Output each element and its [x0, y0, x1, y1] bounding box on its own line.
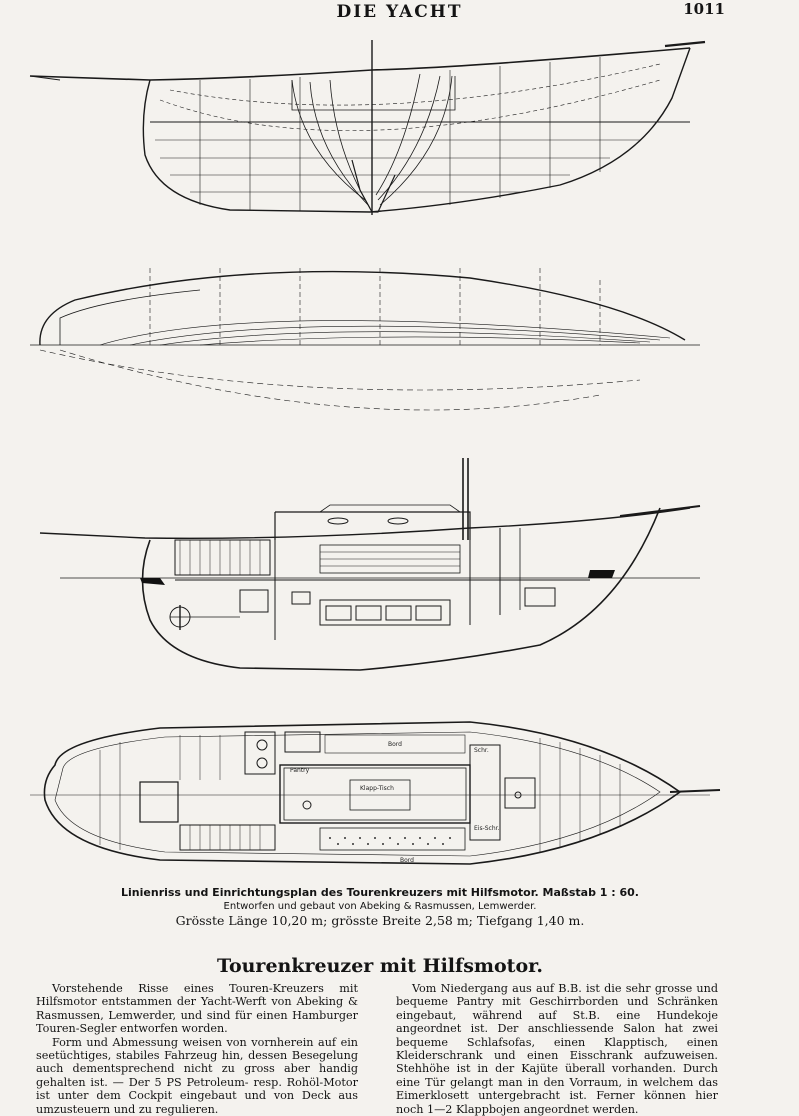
article-paragraph: Vom Niedergang aus auf B.B. ist die sehr…	[396, 982, 718, 1116]
article-title: Tourenkreuzer mit Hilfsmotor.	[216, 955, 543, 977]
figure-caption: Linienriss und Einrichtungsplan des Tour…	[0, 886, 760, 930]
plan-label-klapptisch: Klapp-Tisch	[360, 785, 394, 792]
yacht-drawings: Bord Pantry Klapp-Tisch Schr. Eis-Schr. …	[29, 40, 721, 865]
page-number: 1011	[683, 0, 725, 18]
article-paragraph: Vorstehende Risse eines Touren-Kreuzers …	[36, 982, 358, 1036]
caption-line-designer: Entworfen und gebaut von Abeking & Rasmu…	[223, 901, 537, 913]
caption-line-dimensions: Grösste Länge 10,20 m; grösste Breite 2,…	[175, 913, 585, 929]
plan-label-pantry: Pantry	[290, 767, 310, 774]
interior-profile-drawing	[39, 458, 701, 671]
half-breadth-drawing	[30, 268, 700, 411]
plan-label-bord-bottom: Bord	[400, 857, 414, 864]
journal-title: DIE YACHT	[336, 2, 463, 22]
plan-label-schrank: Schr.	[474, 747, 489, 754]
article-paragraph: Form und Abmessung weisen von vornherein…	[36, 1035, 358, 1116]
caption-line-title: Linienriss und Einrichtungsplan des Tour…	[121, 886, 639, 899]
lines-profile-drawing	[29, 40, 706, 215]
article-column-left: Vorstehende Risse eines Touren-Kreuzers …	[36, 982, 358, 1116]
accommodation-plan-drawing: Bord Pantry Klapp-Tisch Schr. Eis-Schr. …	[30, 721, 721, 865]
plan-label-bord-top: Bord	[388, 741, 402, 748]
plan-label-eisschrank: Eis-Schr.	[474, 825, 500, 832]
article-column-right: Vom Niedergang aus auf B.B. ist die sehr…	[396, 982, 718, 1116]
